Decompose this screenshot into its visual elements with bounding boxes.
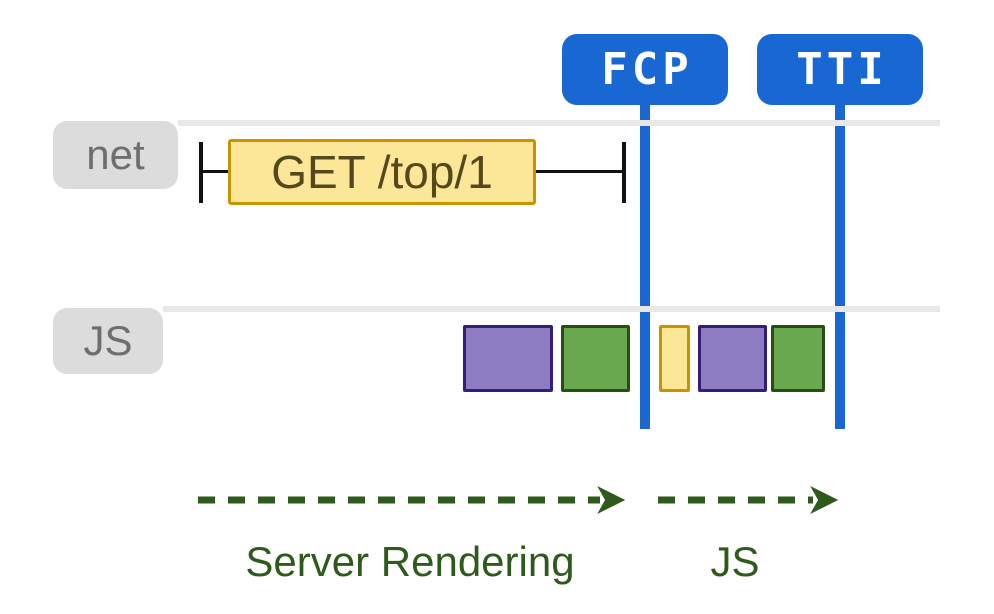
request-box: GET /top/1	[228, 139, 536, 205]
js-track-label: JS	[53, 308, 163, 374]
js-task-block-purple	[463, 325, 553, 392]
js-task-block-green	[771, 325, 825, 392]
js-task-block-green	[561, 325, 630, 392]
js-blocks	[0, 325, 994, 392]
request-label: GET /top/1	[271, 146, 493, 198]
phase-label-js: JS	[710, 538, 760, 585]
js-task-block-purple	[698, 325, 767, 392]
net-track-label: net	[53, 121, 178, 189]
js-task-block-yellow	[659, 325, 690, 392]
net-track-line	[178, 120, 940, 126]
js-track-line	[163, 306, 940, 312]
fcp-badge-label: FCP	[601, 44, 693, 95]
request-end-tick	[622, 142, 626, 203]
fcp-badge: FCP	[562, 34, 728, 105]
net-track-label-text: net	[86, 131, 145, 178]
fcp-marker-line	[640, 104, 650, 429]
tti-marker-line	[835, 104, 845, 429]
tti-badge: TTI	[757, 34, 923, 105]
js-track-label-text: JS	[83, 317, 133, 364]
request-start-tick	[199, 142, 203, 203]
request-left-connector	[203, 170, 230, 173]
phase-label-server-rendering: Server Rendering	[245, 538, 575, 585]
request-right-connector	[536, 170, 622, 173]
tti-badge-label: TTI	[796, 44, 888, 95]
